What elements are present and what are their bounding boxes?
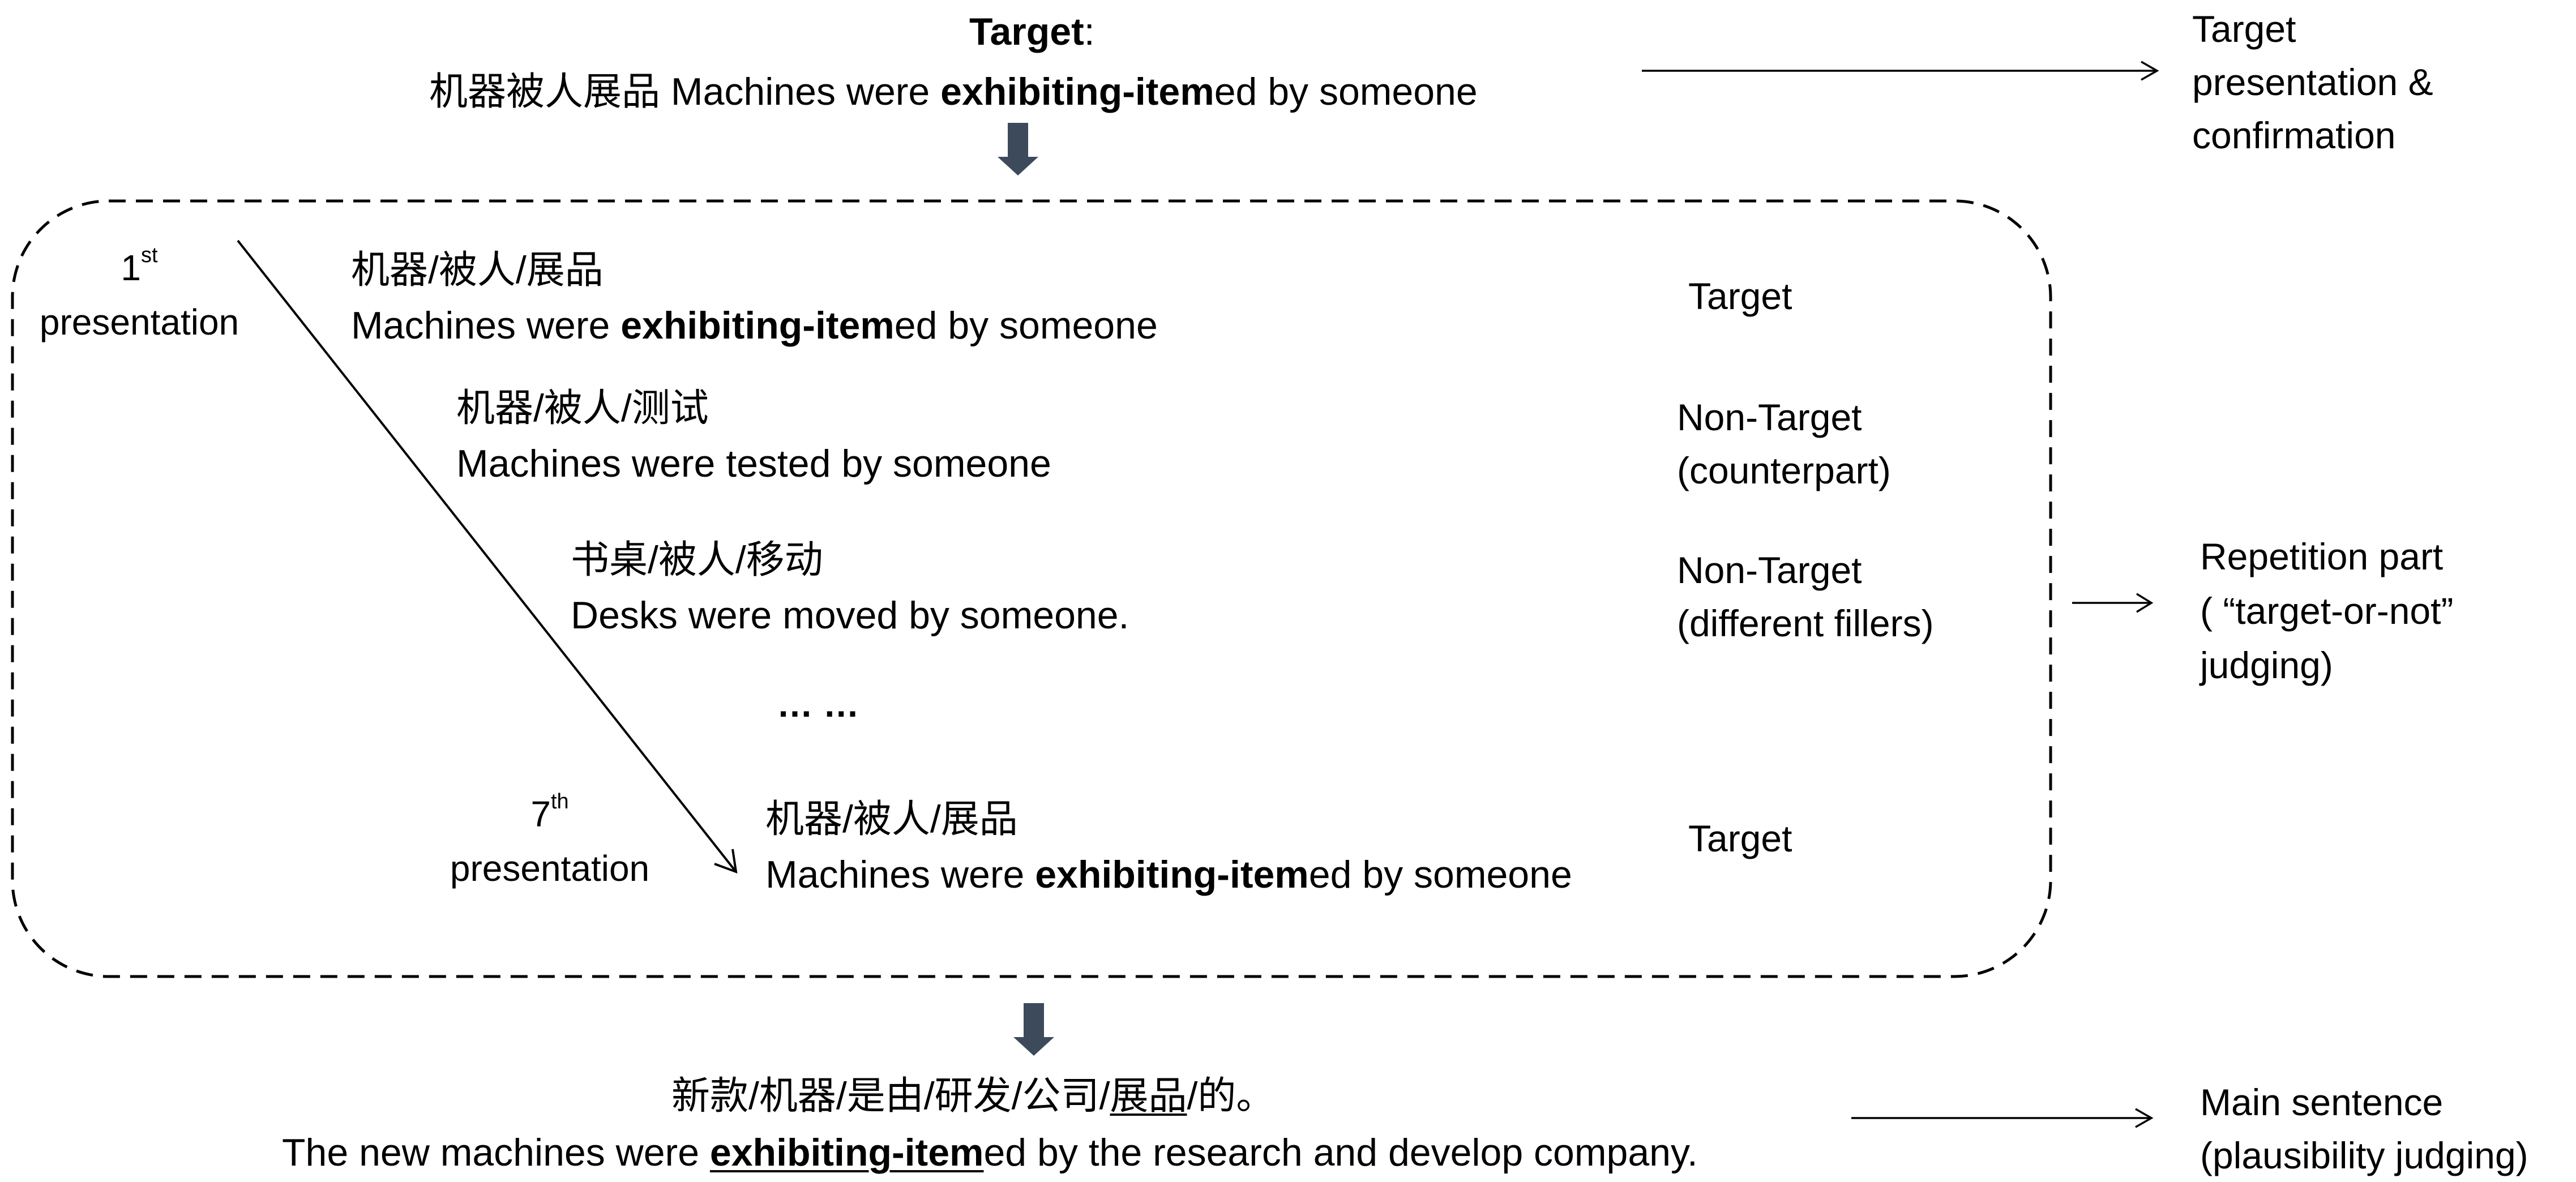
diagonal-arrow xyxy=(237,239,737,873)
label-target-presentation: Target presentation & confirmation xyxy=(2192,8,2433,156)
down-block-arrow-icon xyxy=(1013,1003,1054,1056)
item-4-type: Target xyxy=(1688,817,1792,859)
label-main-sentence: Main sentence (plausibility judging) xyxy=(2200,1081,2528,1176)
item-1-sentence: 机器/被人/展品 Machines were exhibiting-itemed… xyxy=(351,249,1158,347)
item-3-type: Non-Target (different fillers) xyxy=(1677,549,1934,644)
down-block-arrow-icon xyxy=(998,123,1038,175)
ellipsis: … … xyxy=(777,684,859,725)
label-repetition-part: Repetition part ( “target-or-not” judgin… xyxy=(2200,536,2454,686)
main-sentence-zh: 新款/机器/是由/研发/公司/展品/的。 xyxy=(671,1074,1275,1117)
target-heading: Target: xyxy=(969,10,1095,53)
seventh-presentation-label: 7th presentation xyxy=(450,790,650,889)
repetition-dashed-box xyxy=(11,199,2052,978)
diagonal-arrowhead-icon xyxy=(714,849,738,874)
item-3-sentence: 书桌/被人/移动 Desks were moved by someone. xyxy=(571,538,1129,637)
main-sentence-en: The new machines were exhibiting-itemed … xyxy=(282,1131,1698,1174)
item-1-type: Target xyxy=(1688,275,1792,317)
first-presentation-label: 1st presentation xyxy=(39,243,239,342)
item-2-type: Non-Target (counterpart) xyxy=(1677,396,1891,491)
item-4-sentence: 机器/被人/展品 Machines were exhibiting-itemed… xyxy=(765,798,1572,896)
target-sentence: 机器被人展品 Machines were exhibiting-itemed b… xyxy=(429,70,1478,113)
item-2-sentence: 机器/被人/测试 Machines were tested by someone xyxy=(456,387,1051,485)
